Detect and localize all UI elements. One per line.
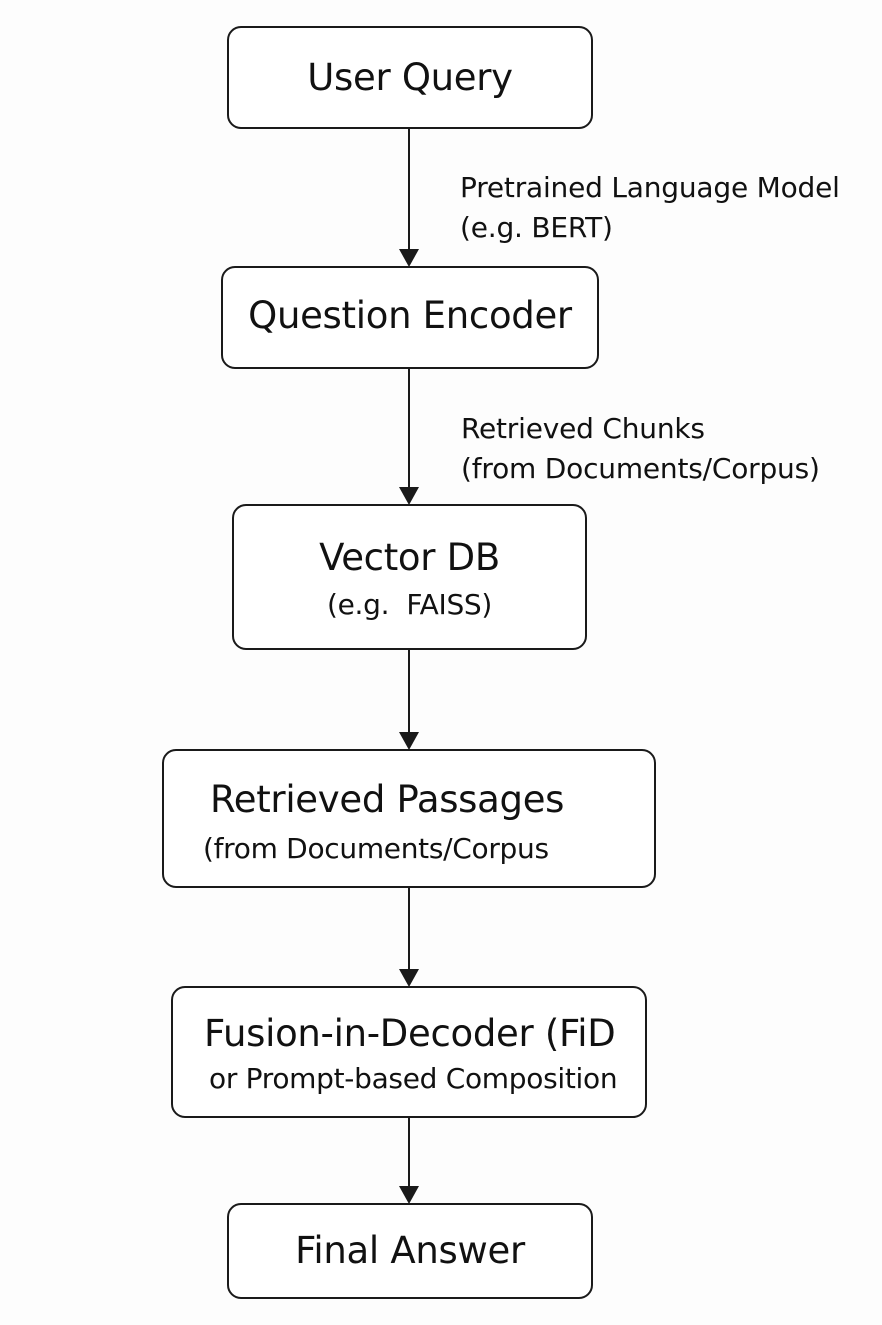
- user-query-title: User Query: [307, 56, 513, 99]
- final-answer-node: Final Answer: [227, 1203, 593, 1299]
- fusion-in-decoder-subtitle: or Prompt-based Composition: [209, 1062, 618, 1095]
- arrow-fid-to-answer-head: [399, 1186, 419, 1204]
- fusion-in-decoder-node: Fusion-in-Decoder (FiD or Prompt-based C…: [171, 986, 647, 1118]
- retrieved-passages-title: Retrieved Passages: [210, 778, 565, 821]
- edge-label-retrieved-chunks: Retrieved Chunks (from Documents/Corpus): [461, 409, 820, 489]
- arrow-vectordb-to-passages-line: [408, 650, 410, 733]
- arrow-query-to-encoder-line: [408, 129, 410, 250]
- arrow-encoder-to-vectordb-line: [408, 369, 410, 488]
- retrieved-passages-subtitle: (from Documents/Corpus: [203, 832, 549, 865]
- edge-label-language-model-line1: Pretrained Language Model: [460, 171, 840, 204]
- fusion-in-decoder-title: Fusion-in-Decoder (FiD: [204, 1012, 616, 1055]
- edge-label-language-model-line2: (e.g. BERT): [460, 211, 613, 244]
- vector-db-node: Vector DB (e.g. FAISS): [232, 504, 587, 650]
- question-encoder-node: Question Encoder: [221, 266, 599, 369]
- user-query-node: User Query: [227, 26, 593, 129]
- arrow-fid-to-answer-line: [408, 1118, 410, 1187]
- final-answer-title: Final Answer: [295, 1229, 525, 1272]
- arrow-passages-to-fid-line: [408, 888, 410, 970]
- arrow-query-to-encoder-head: [399, 249, 419, 267]
- edge-label-language-model: Pretrained Language Model (e.g. BERT): [460, 168, 840, 248]
- vector-db-title: Vector DB: [319, 536, 500, 579]
- arrow-vectordb-to-passages-head: [399, 732, 419, 750]
- edge-label-retrieved-chunks-line2: (from Documents/Corpus): [461, 452, 820, 485]
- vector-db-subtitle: (e.g. FAISS): [326, 588, 493, 621]
- edge-label-retrieved-chunks-line1: Retrieved Chunks: [461, 412, 705, 445]
- retrieved-passages-node: Retrieved Passages (from Documents/Corpu…: [162, 749, 656, 888]
- question-encoder-title: Question Encoder: [248, 294, 572, 337]
- arrow-passages-to-fid-head: [399, 969, 419, 987]
- arrow-encoder-to-vectordb-head: [399, 487, 419, 505]
